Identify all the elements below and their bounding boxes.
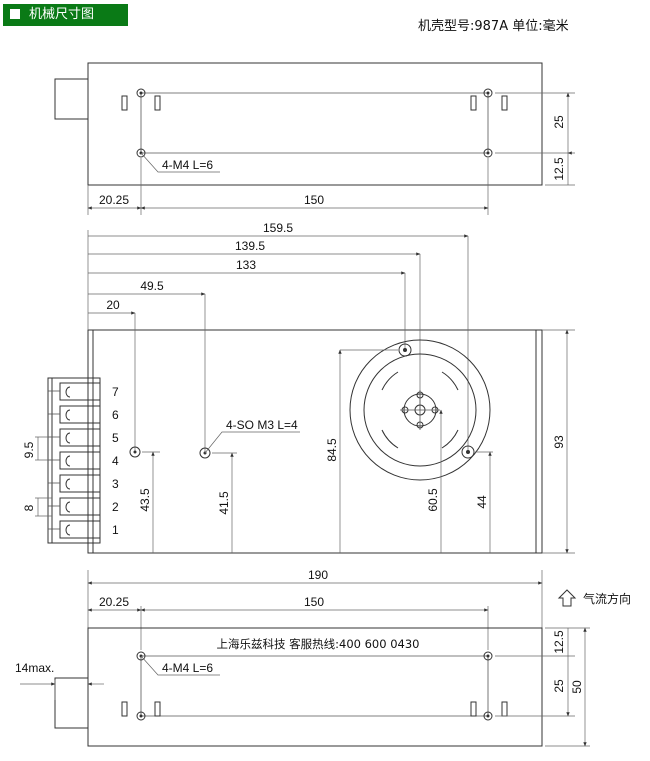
front-dim-9-5: 9.5 — [22, 441, 36, 458]
terminal-4: 4 — [48, 451, 119, 470]
front-view: 159.5 139.5 133 49.5 20 — [22, 221, 575, 554]
front-dim-8: 8 — [22, 504, 36, 511]
top-view-connector — [54, 78, 89, 120]
top-hole-marks — [136, 88, 493, 158]
terminal-label: 6 — [112, 408, 119, 422]
front-dim-41-5: 41.5 — [217, 491, 231, 515]
top-dim-25: 25 — [552, 115, 566, 129]
terminal-block: 7 6 5 4 3 2 1 — [47, 377, 119, 544]
front-dim-60-5: 60.5 — [426, 488, 440, 512]
square-bullet-icon — [10, 9, 20, 19]
terminal-label: 4 — [112, 454, 119, 468]
top-slots — [121, 95, 508, 111]
bottom-dim-14max: 14max. — [15, 661, 54, 675]
front-dim-84-5: 84.5 — [325, 438, 339, 462]
airflow-label: 气流方向 — [583, 591, 631, 606]
front-view-outline — [87, 329, 543, 554]
front-dim-49-5: 49.5 — [140, 279, 164, 293]
bottom-hole-label: 4-M4 L=6 — [162, 661, 213, 675]
bottom-view-connector — [54, 677, 89, 729]
terminal-2: 2 — [48, 497, 119, 516]
bottom-dim-150: 150 — [304, 595, 324, 609]
top-dim-150: 150 — [304, 193, 324, 207]
front-dim-44: 44 — [475, 495, 489, 509]
bottom-dim-50: 50 — [570, 680, 584, 694]
front-dim-43-5: 43.5 — [138, 488, 152, 512]
terminal-label: 5 — [112, 431, 119, 445]
fan-guard — [349, 339, 491, 481]
terminal-5: 5 — [48, 428, 119, 447]
top-view: 25 12.5 20.25 150 4-M4 L=6 — [54, 62, 575, 215]
bottom-dim-25: 25 — [552, 679, 566, 693]
model-unit-text: 机壳型号:987A 单位:毫米 — [418, 19, 569, 34]
bottom-dim-190: 190 — [308, 568, 328, 582]
terminal-6: 6 — [48, 405, 119, 424]
front-dim-93: 93 — [552, 435, 566, 449]
top-dim-20-25: 20.25 — [99, 193, 129, 207]
terminal-label: 1 — [112, 523, 119, 537]
bottom-hole-marks — [136, 651, 493, 721]
front-dim-20: 20 — [106, 298, 120, 312]
terminal-label: 7 — [112, 385, 119, 399]
airflow-arrow-icon — [557, 589, 577, 607]
top-hole-label: 4-M4 L=6 — [162, 158, 213, 172]
bottom-dim-20-25: 20.25 — [99, 595, 129, 609]
header-title: 机械尺寸图 — [29, 7, 95, 22]
bottom-slots — [121, 701, 508, 717]
header-badge: 机械尺寸图 — [3, 4, 128, 26]
front-dim-159-5: 159.5 — [263, 221, 293, 235]
company-hotline: 上海乐兹科技 客服热线:400 600 0430 — [216, 637, 419, 651]
terminal-7: 7 — [48, 382, 119, 401]
terminal-label: 3 — [112, 477, 119, 491]
front-dim-139-5: 139.5 — [235, 239, 265, 253]
top-view-outline — [87, 62, 543, 186]
bottom-dim-12-5: 12.5 — [552, 630, 566, 654]
front-hole-label: 4-SO M3 L=4 — [226, 418, 298, 432]
front-dim-133: 133 — [236, 258, 256, 272]
terminal-3: 3 — [48, 474, 119, 493]
terminal-1: 1 — [48, 520, 119, 539]
bottom-view: 190 气流方向 20.25 150 上海乐兹科技 客服热线:400 600 0… — [15, 568, 631, 747]
terminal-label: 2 — [112, 500, 119, 514]
top-dim-12-5: 12.5 — [552, 157, 566, 181]
